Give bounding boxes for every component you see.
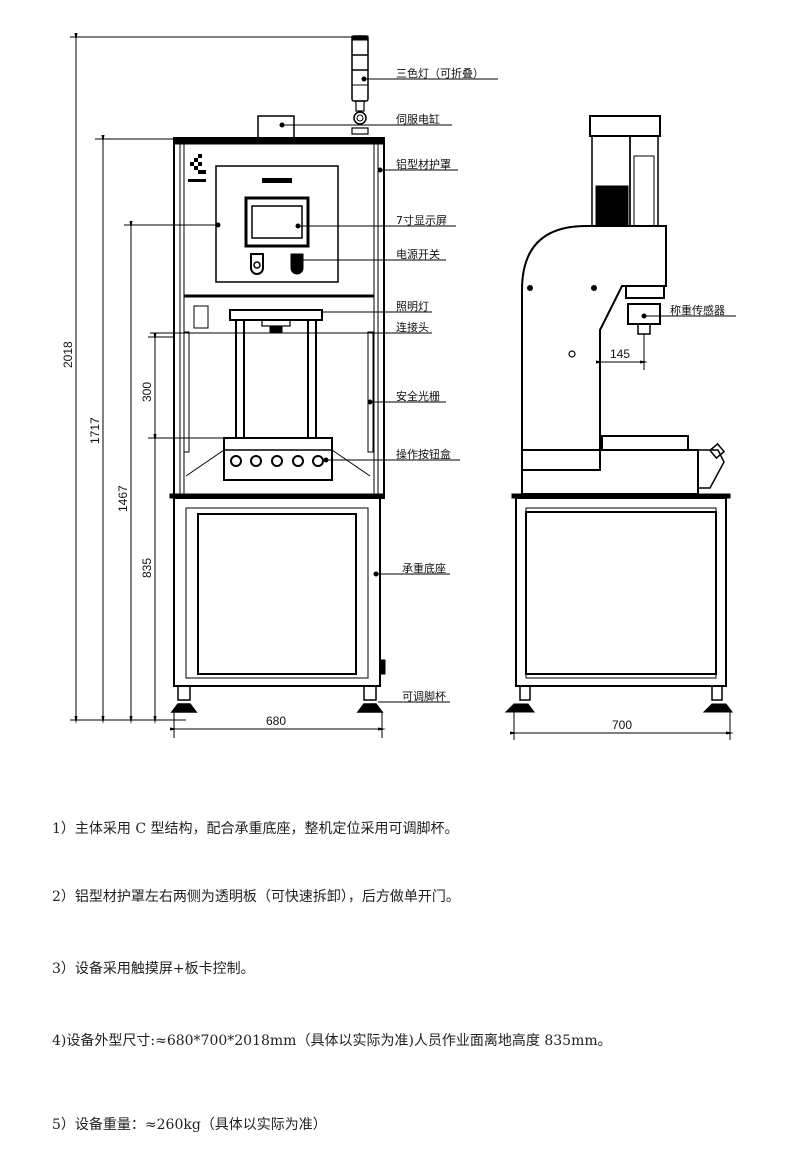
brand-logo-icon <box>188 154 206 182</box>
dim-work-height: 835 <box>140 558 154 578</box>
servo-cylinder-icon <box>257 115 295 139</box>
adjustable-foot-icon <box>170 685 384 713</box>
callout-servo-cylinder: 伺服电缸 <box>396 112 440 126</box>
callout-load-bearing-base: 承重底座 <box>402 561 446 575</box>
callout-safety-light-curtain: 安全光栅 <box>396 389 440 403</box>
touch-screen-icon <box>244 196 310 248</box>
dim-depth: 700 <box>612 718 632 732</box>
note-weight: 5）设备重量：≈260kg（具体以实际为准） <box>52 1117 327 1133</box>
callout-adjustable-foot-cup: 可调脚杯 <box>402 689 446 703</box>
note-cover: 2）铝型材护罩左右两侧为透明板（可快速拆卸），后方做单开门。 <box>52 889 460 905</box>
side-view <box>504 115 733 713</box>
note-structure: 1）主体采用 C 型结构，配合承重底座，整机定位采用可调脚杯。 <box>52 821 459 837</box>
front-view <box>169 35 386 713</box>
tower-light-icon <box>351 35 369 135</box>
side-leaders <box>510 313 736 740</box>
dim-cover-top-height: 1717 <box>88 417 102 444</box>
dim-stroke: 300 <box>140 382 154 402</box>
callout-load-cell: 称重传感器 <box>670 303 725 317</box>
engineering-drawing: 三色灯（可折叠） 伺服电缸 铝型材护罩 7寸显示屏 电源开关 照明灯 连接头 安… <box>61 33 736 740</box>
load-cell-icon <box>627 303 661 335</box>
callout-tower-light: 三色灯（可折叠） <box>396 66 484 80</box>
front-leaders <box>126 76 498 703</box>
dim-total-height: 2018 <box>61 341 75 368</box>
dim-width: 680 <box>266 714 286 728</box>
callout-connector-head: 连接头 <box>396 321 429 334</box>
callout-power-switch: 电源开关 <box>396 247 440 261</box>
dim-press-head-height: 1467 <box>116 485 130 512</box>
callout-touch-screen: 7寸显示屏 <box>396 213 447 227</box>
model-marking <box>262 178 292 183</box>
callout-lighting-lamp: 照明灯 <box>396 300 429 313</box>
dim-throat-depth: 145 <box>610 347 630 361</box>
operation-button-box-icon <box>223 437 333 481</box>
callout-aluminum-cover: 铝型材护罩 <box>396 157 451 171</box>
callout-operation-button-box: 操作按钮盒 <box>396 447 451 461</box>
front-dimension-lines <box>70 33 386 738</box>
power-switch-icon <box>250 253 304 275</box>
note-control: 3）设备采用触摸屏+板卡控制。 <box>52 961 255 977</box>
note-dimensions: 4)设备外型尺寸:≈680*700*2018mm（具体以实际为准)人员作业面离地… <box>52 1033 612 1049</box>
